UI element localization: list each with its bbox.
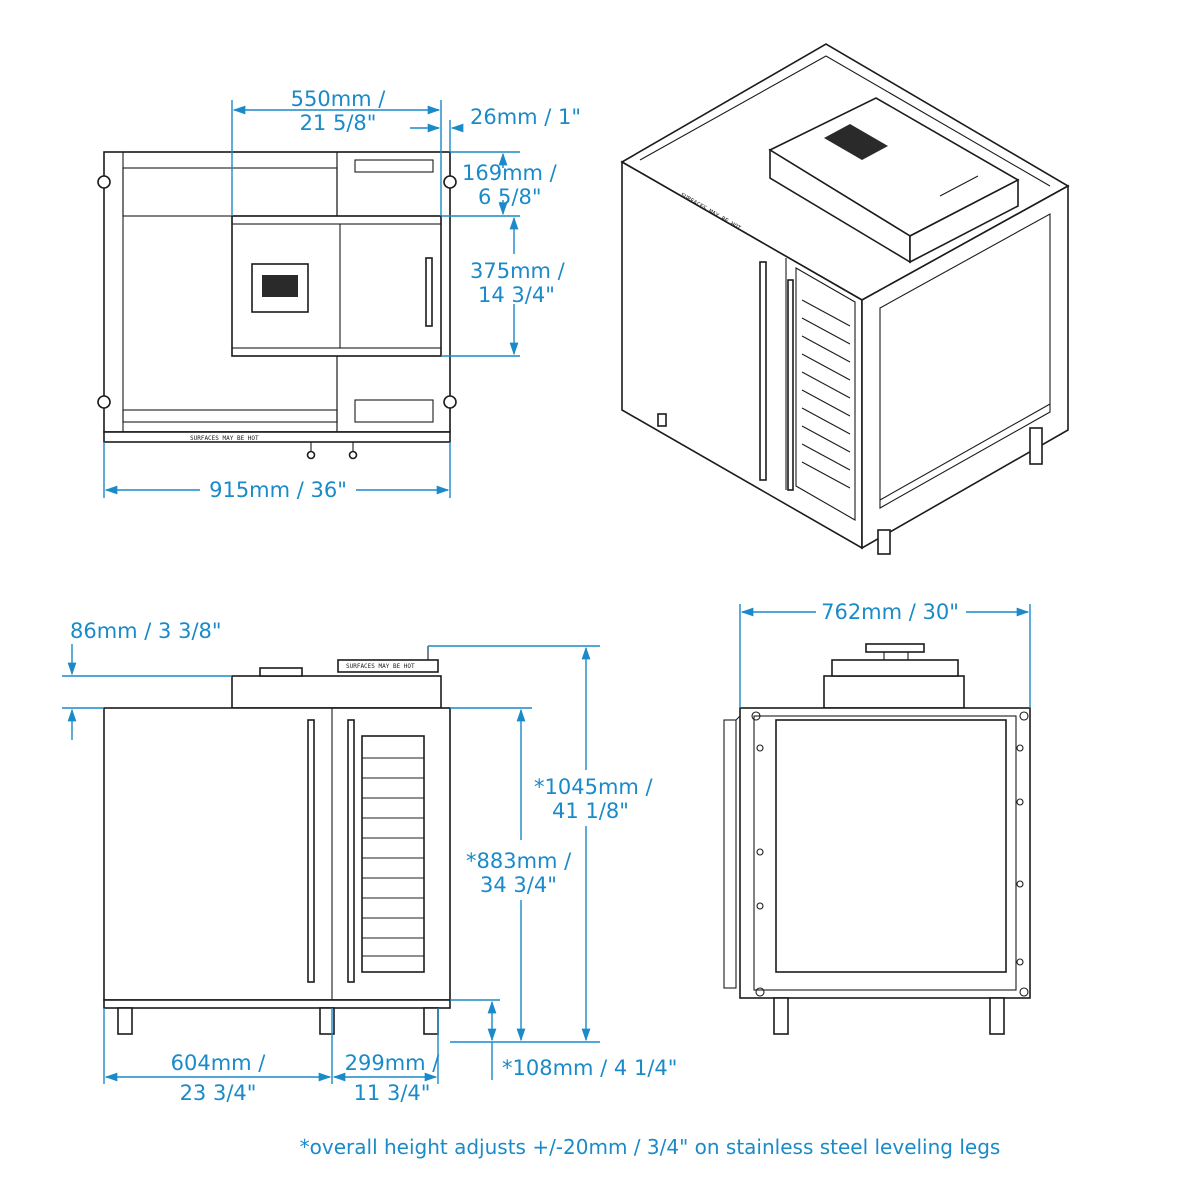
dim-299-in: 11 3/4": [354, 1081, 431, 1105]
dim-375-in: 14 3/4": [478, 283, 555, 307]
dim-550-in: 21 5/8": [300, 111, 377, 135]
footnote: *overall height adjusts +/-20mm / 3/4" o…: [300, 1135, 1001, 1159]
dim-86: 86mm / 3 3/8": [70, 619, 222, 643]
dim-762: 762mm / 30": [821, 600, 959, 624]
top-front-warning: SURFACES MAY BE HOT: [190, 435, 259, 442]
isometric-view: SURFACES MAY BE HOT: [620, 43, 1070, 555]
dim-1045-in: 41 1/8": [552, 799, 629, 823]
dim-169-mm: 169mm /: [462, 161, 558, 185]
dim-108: *108mm / 4 1/4": [502, 1056, 677, 1080]
dim-1045-mm: *1045mm /: [534, 775, 654, 799]
front-view: SURFACES MAY BE HOT: [62, 619, 677, 1105]
dim-883-in: 34 3/4": [480, 873, 557, 897]
dim-299-mm: 299mm /: [345, 1051, 441, 1075]
dim-169-in: 6 5/8": [478, 185, 542, 209]
dim-604-mm: 604mm /: [171, 1051, 267, 1075]
dim-375-mm: 375mm /: [470, 259, 566, 283]
dim-915: 915mm / 36": [209, 478, 347, 502]
dim-883-mm: *883mm /: [466, 849, 572, 873]
dim-550-mm: 550mm /: [291, 87, 387, 111]
dim-26: 26mm / 1": [470, 105, 581, 129]
side-view: 762mm / 30": [723, 600, 1031, 1035]
top-view: SURFACES MAY BE HOT 550mm / 21 5/8" 26mm…: [97, 87, 581, 502]
front-top-warning: SURFACES MAY BE HOT: [346, 663, 415, 670]
dim-604-in: 23 3/4": [180, 1081, 257, 1105]
